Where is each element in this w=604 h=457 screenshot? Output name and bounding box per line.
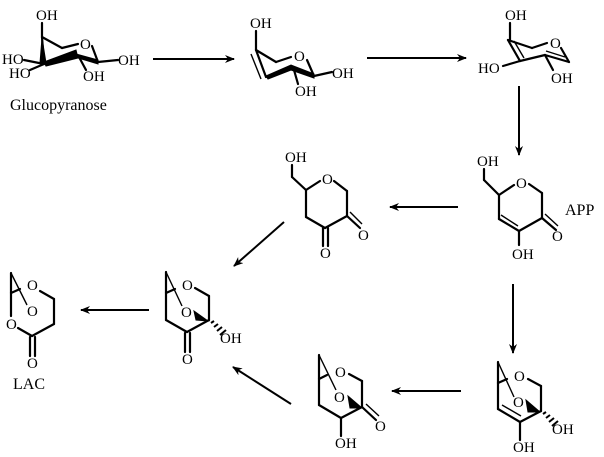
atom-o: O	[358, 228, 369, 244]
atom-oh: OH	[505, 8, 527, 24]
molecule-bicyclic-ketone-oh: O O O OH	[164, 270, 242, 368]
atom-oh: OH	[335, 436, 357, 452]
atom-oh: OH	[477, 154, 499, 170]
atom-o: O	[27, 356, 38, 372]
atom-o: O	[294, 49, 305, 65]
atom-o: O	[6, 317, 17, 333]
label-app: APP	[565, 202, 594, 219]
atom-o: O	[80, 37, 91, 53]
label-lac: LAC	[13, 376, 45, 393]
molecule-intermediate-2: OH O HO OH	[478, 8, 573, 87]
atom-oh: OH	[513, 440, 535, 456]
atom-o: O	[552, 229, 563, 245]
atom-o: O	[182, 352, 193, 368]
atom-o: O	[320, 246, 331, 262]
atom-oh: OH	[551, 71, 573, 87]
atom-oh: OH	[332, 66, 354, 82]
atom-oh: OH	[512, 247, 534, 263]
atom-oh: OH	[83, 69, 105, 85]
molecule-bicyclic-keto-alcohol: O O O OH	[317, 353, 386, 452]
atom-oh: OH	[250, 16, 272, 32]
atom-ho: HO	[478, 61, 500, 77]
atom-ho: HO	[2, 52, 24, 68]
atom-o: O	[513, 395, 524, 411]
atom-ho: HO	[9, 66, 31, 82]
atom-o: O	[334, 390, 345, 406]
atom-oh: OH	[36, 8, 58, 24]
atom-o: O	[322, 172, 333, 188]
arrow-up-left	[232, 366, 292, 405]
molecule-app: OH O O OH APP	[477, 154, 594, 263]
atom-oh: OH	[295, 84, 317, 100]
atom-o: O	[27, 278, 38, 294]
atom-o: O	[335, 365, 346, 381]
atom-oh: OH	[552, 422, 574, 438]
atom-o: O	[514, 369, 525, 385]
atom-o: O	[181, 305, 192, 321]
molecule-lac: O O O O LAC	[6, 271, 56, 393]
atom-oh: OH	[285, 150, 307, 166]
molecule-bicyclic-enol: O O OH OH	[496, 360, 574, 456]
atom-o: O	[516, 176, 527, 192]
atom-o: O	[550, 36, 561, 52]
atom-oh: OH	[220, 331, 242, 347]
molecule-intermediate-1: OH O OH OH	[250, 16, 354, 100]
atom-o: O	[182, 278, 193, 294]
atom-oh: OH	[118, 53, 140, 69]
molecule-glucopyranose: OH O OH HO HO OH Glucopyranose	[2, 8, 140, 114]
atom-o: O	[375, 419, 386, 435]
atom-o: O	[27, 304, 38, 320]
label-glucopyranose: Glucopyranose	[10, 97, 107, 114]
arrow-down-left	[233, 221, 285, 267]
molecule-diketone: OH O O O	[285, 150, 369, 262]
